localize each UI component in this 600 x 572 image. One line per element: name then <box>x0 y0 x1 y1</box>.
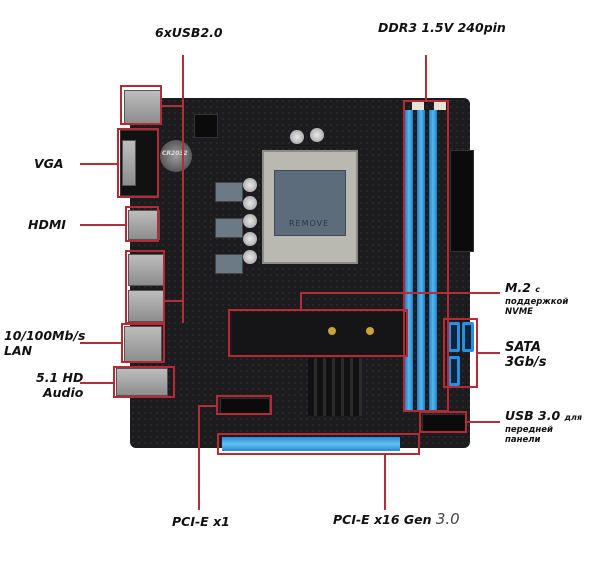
leader-line-ddr3 <box>425 55 427 100</box>
cpu-power-connector <box>194 114 218 138</box>
dimm-slot-1 <box>405 110 413 410</box>
label-pcie-x16: PCI-E x16 Gen 3.0 <box>333 510 460 528</box>
callout-box-sata <box>443 318 478 388</box>
label-usb3: USB 3.0 для передней панели <box>505 408 583 445</box>
sata-port <box>448 322 460 352</box>
dimm-latch <box>434 100 446 110</box>
label-ddr3: DDR3 1.5V 240pin <box>378 20 506 35</box>
usb-port-mid2 <box>128 290 164 322</box>
leader-line-hdmi <box>80 224 125 226</box>
callout-box-usb-top <box>120 85 162 125</box>
callout-box-lan <box>121 323 165 363</box>
vrm-inductor <box>215 182 243 202</box>
leader-line-pcie-x16 <box>384 455 386 510</box>
leader-line-usb3 <box>467 421 500 423</box>
leader-line-usb2-mid <box>165 300 183 302</box>
usb-port-mid1 <box>128 254 164 286</box>
capacitor <box>243 178 257 192</box>
capacitor <box>243 196 257 210</box>
lan-port <box>124 326 162 362</box>
leader-line-m2-stub <box>300 292 302 310</box>
label-m2: M.2 с поддержкой NVME <box>505 280 569 317</box>
leader-line-sata <box>478 352 500 354</box>
leader-line-m2 <box>300 292 500 294</box>
leader-line-usb2-top <box>162 105 182 107</box>
capacitor <box>243 250 257 264</box>
capacitor <box>243 214 257 228</box>
sata-port <box>448 356 460 386</box>
leader-line-usb2 <box>182 55 184 323</box>
hdmi-port <box>128 210 160 240</box>
callout-box-pcie-x16 <box>217 433 420 455</box>
m2-slot-area <box>232 312 407 356</box>
cpu-socket: REMOVE <box>262 150 358 264</box>
callout-box-vga <box>117 128 159 198</box>
leader-line-pcie-x1-stub <box>198 405 216 407</box>
label-pcie-x1: PCI-E x1 <box>172 514 230 529</box>
sata-port <box>462 322 474 352</box>
leader-line-lan <box>80 342 121 344</box>
chipset-heatsink <box>308 358 362 416</box>
atx-24pin-connector <box>450 150 474 252</box>
label-vga: VGA <box>34 156 64 171</box>
callout-box-m2 <box>228 309 408 357</box>
capacitor <box>243 232 257 246</box>
label-lan: 10/100Mb/s LAN <box>4 328 86 358</box>
m2-standoff <box>366 327 374 335</box>
cmos-battery: CR2032 <box>160 140 192 172</box>
capacitor <box>290 130 304 144</box>
dimm-slot-3 <box>429 110 437 410</box>
dimm-latch <box>412 100 424 110</box>
label-usb2: 6xUSB2.0 <box>155 25 223 40</box>
callout-box-pcie-x1 <box>216 395 272 415</box>
capacitor <box>310 128 324 142</box>
callout-box-usb-mid <box>125 250 165 324</box>
callout-box-hdmi <box>125 206 159 242</box>
m2-standoff <box>328 327 336 335</box>
leader-line-audio <box>80 382 113 384</box>
socket-cover: REMOVE <box>274 170 346 236</box>
leader-line-pcie-x1 <box>198 405 200 510</box>
dimm-slot-2 <box>417 110 425 410</box>
vrm-inductor <box>215 218 243 238</box>
audio-jack-block <box>116 368 168 396</box>
label-hdmi: HDMI <box>28 217 66 232</box>
callout-box-usb3 <box>419 411 467 433</box>
label-audio: 5.1 HD Audio <box>36 370 84 400</box>
pcie-x16-slot <box>222 437 400 451</box>
leader-line-vga <box>80 163 117 165</box>
callout-box-audio <box>113 366 175 398</box>
vga-connector-shell <box>122 140 136 186</box>
vrm-inductor <box>215 254 243 274</box>
label-sata: SATA 3Gb/s <box>505 340 547 370</box>
